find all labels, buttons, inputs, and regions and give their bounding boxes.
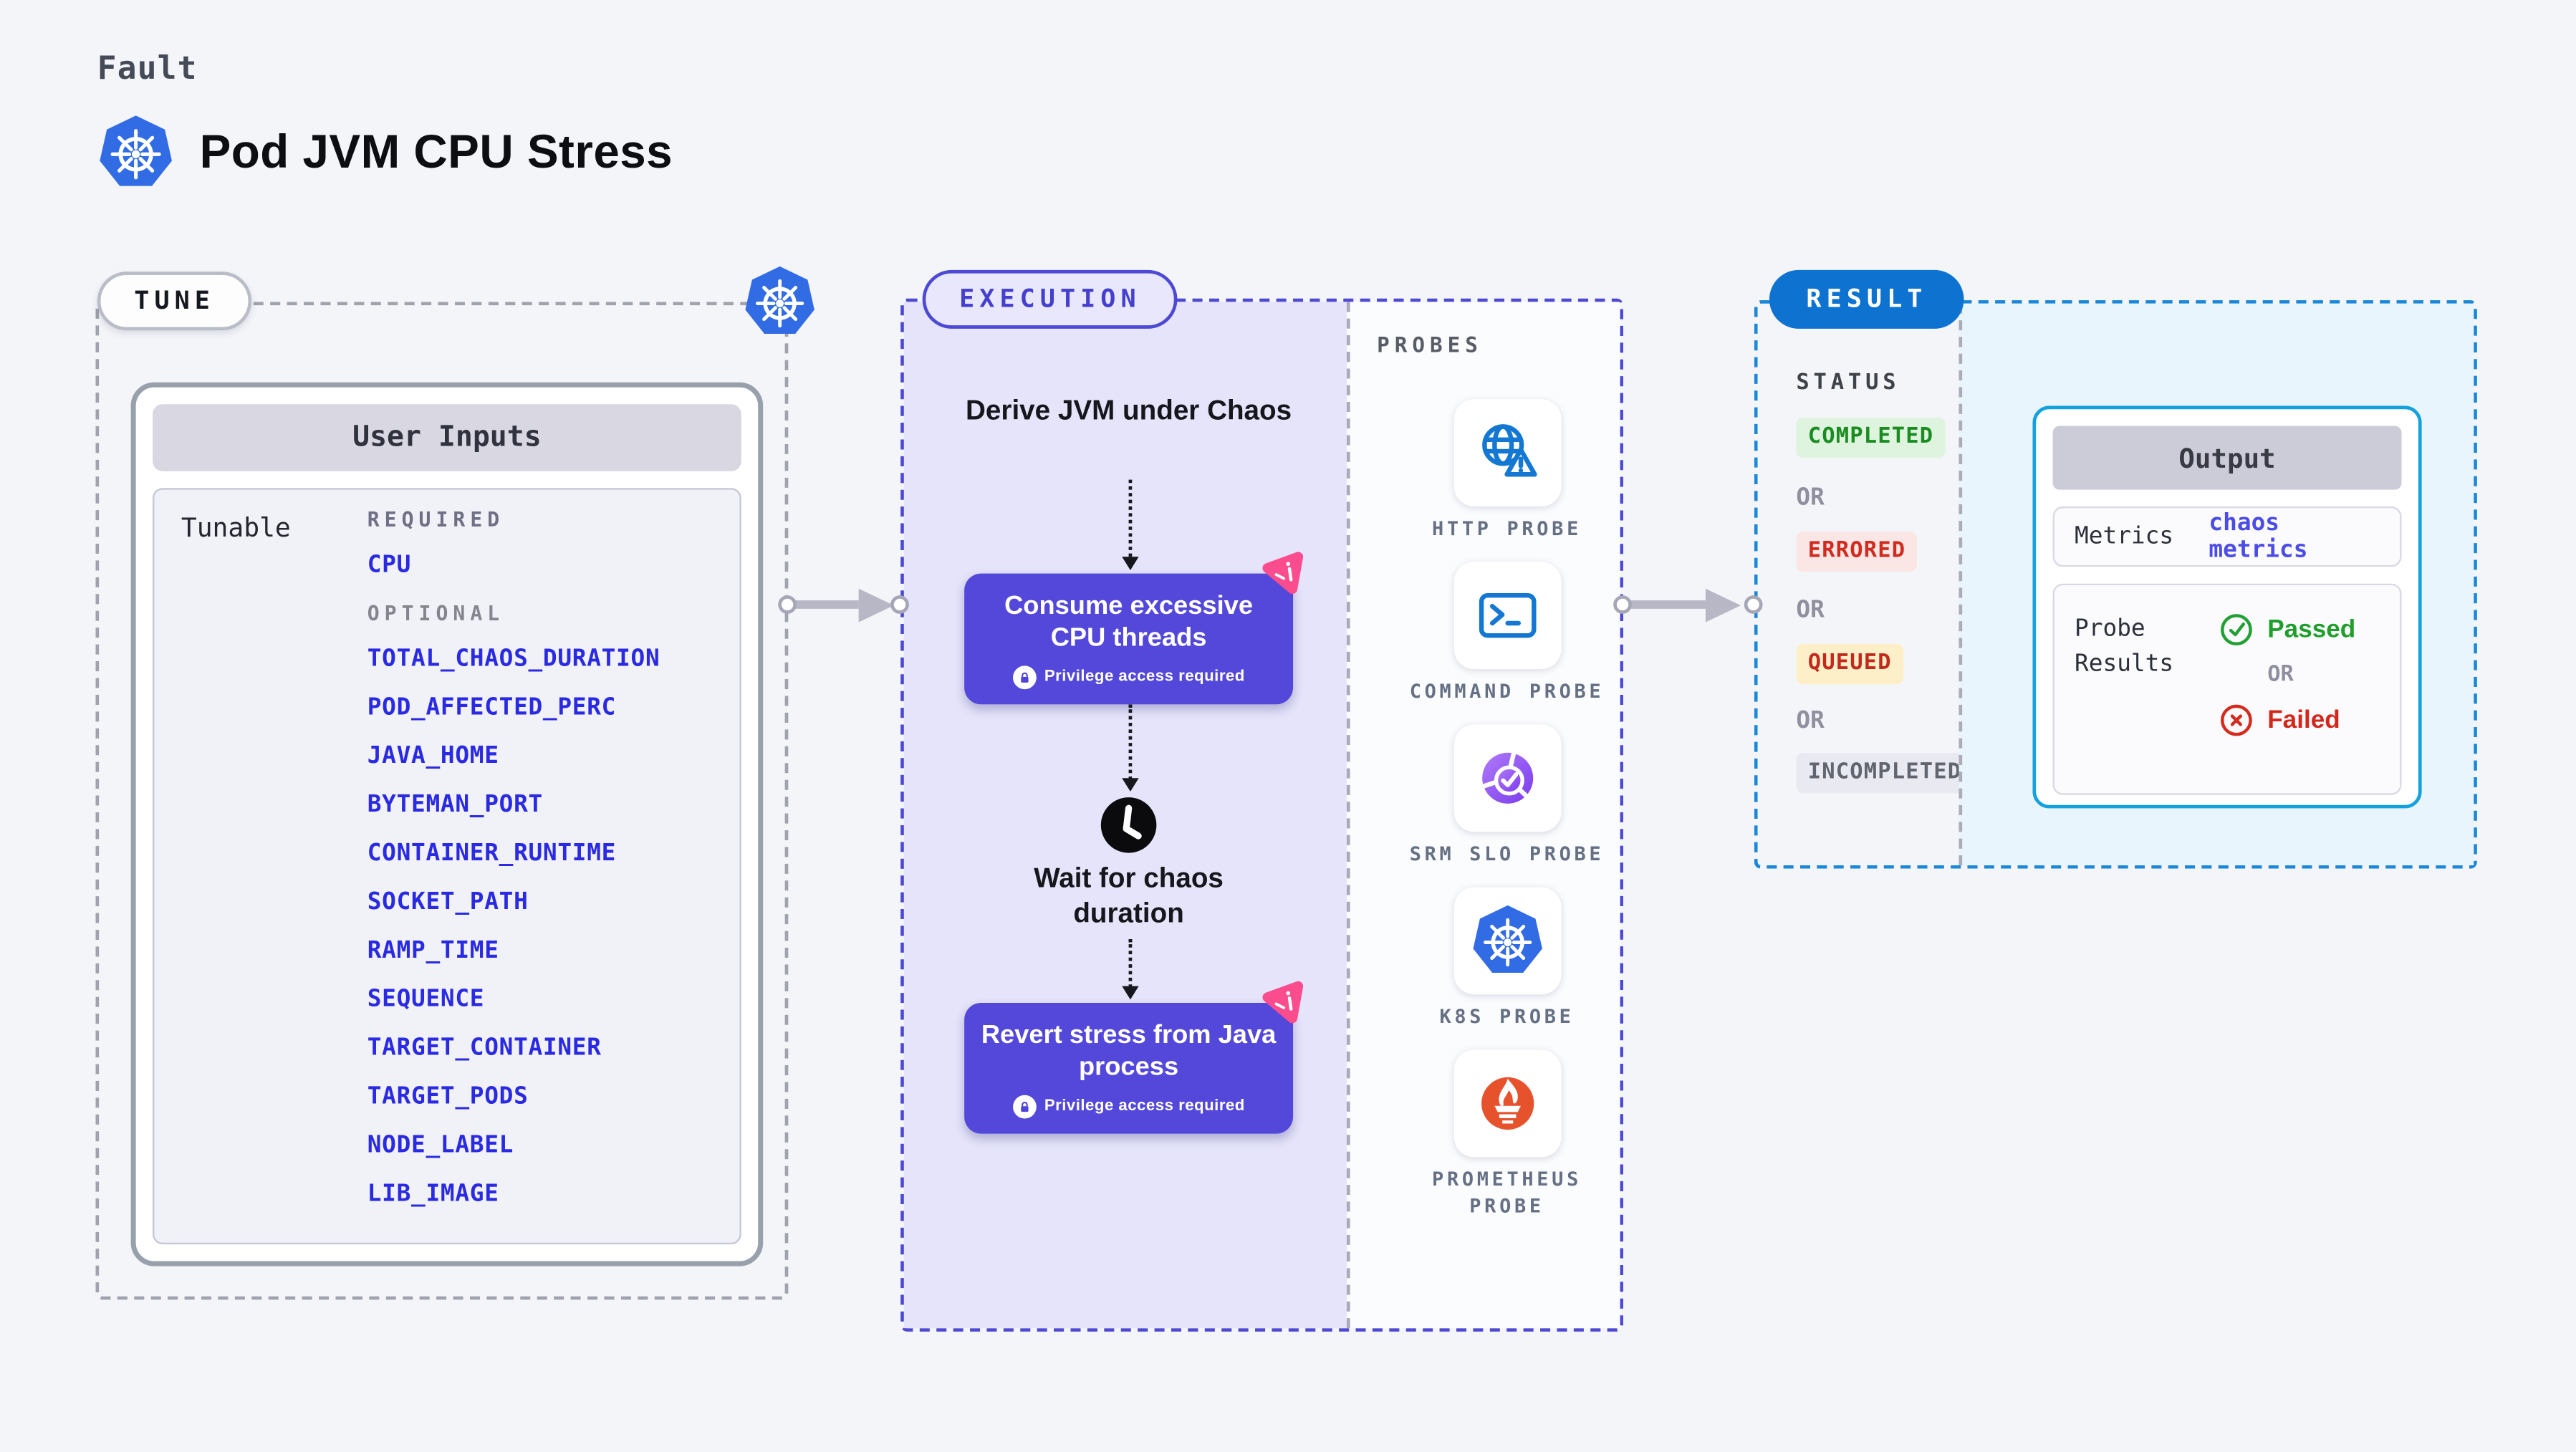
page-title: Pod JVM CPU Stress <box>199 125 673 178</box>
step-wait-duration: Wait for chaos duration <box>1034 863 1224 931</box>
probe-card <box>1453 887 1561 995</box>
down-arrow-icon <box>1121 479 1139 570</box>
or-label: OR <box>1796 597 1825 624</box>
probe-results-values: Passed OR Failed <box>2219 612 2380 794</box>
probe-item-srm-slo: SRM SLO PROBE <box>1390 724 1625 867</box>
check-circle-icon <box>2219 612 2254 648</box>
env-var-socket-path[interactable]: SOCKET_PATH <box>367 888 529 916</box>
down-arrow-icon <box>1121 939 1139 1000</box>
connector-dot <box>1744 595 1763 614</box>
env-var-list: REQUIRED CPU OPTIONAL TOTAL_CHAOS_DURATI… <box>367 506 660 1228</box>
required-label: REQUIRED <box>367 508 505 532</box>
node-revert-stress: Revert stress from Java process Privileg… <box>964 1003 1293 1134</box>
output-header: Output <box>2052 425 2402 490</box>
node-consume-cpu-threads: Consume excessive CPU threads Privilege … <box>964 574 1293 704</box>
connector-dot <box>778 595 797 614</box>
status-badge-completed: COMPLETED <box>1796 417 1946 458</box>
connector-dot <box>1613 595 1632 614</box>
probe-item-k8s: K8S PROBE <box>1390 887 1625 1029</box>
or-label: OR <box>1796 707 1825 735</box>
fault-eyebrow: Fault <box>97 50 198 87</box>
probe-card <box>1453 724 1561 832</box>
node-title: Consume excessive CPU threads <box>1004 592 1254 653</box>
lock-icon <box>1012 1095 1037 1119</box>
result-section: STATUS COMPLETED OR ERRORED OR QUEUED OR… <box>1754 300 2477 869</box>
status-column: STATUS COMPLETED OR ERRORED OR QUEUED OR… <box>1758 304 1974 865</box>
globe-warning-icon <box>1469 414 1546 491</box>
kubernetes-icon <box>1469 903 1546 980</box>
connector-dot <box>890 595 909 614</box>
status-badge-incompleted: INCOMPLETED <box>1796 753 1974 793</box>
env-var-node-label[interactable]: NODE_LABEL <box>367 1132 514 1159</box>
tune-badge: TUNE <box>97 271 252 331</box>
env-var-sequence[interactable]: SEQUENCE <box>367 986 485 1014</box>
tunable-label: Tunable <box>181 513 291 544</box>
arrow-head-icon <box>858 588 894 622</box>
down-arrow-icon <box>1121 704 1139 792</box>
arrow-shaft <box>788 600 859 609</box>
probe-card <box>1453 399 1561 507</box>
env-var-target-container[interactable]: TARGET_CONTAINER <box>367 1034 602 1062</box>
lock-icon <box>1012 665 1037 689</box>
env-var-total-chaos-duration[interactable]: TOTAL_CHAOS_DURATION <box>367 645 660 673</box>
step-derive-jvm: Derive JVM under Chaos <box>966 395 1292 426</box>
probes-label: PROBES <box>1377 332 1483 357</box>
failed-label: Failed <box>2267 706 2340 735</box>
node-title: Revert stress from Java process <box>981 1021 1277 1082</box>
probes-panel: PROBES HTTP PROBE COMMAND PROBE SRM SLO … <box>1346 302 1620 1329</box>
arrow-shaft <box>1623 600 1708 609</box>
clock-icon <box>1098 795 1158 855</box>
probe-item-prometheus: PROMETHEUS PROBE <box>1390 1049 1625 1219</box>
arrow-head-icon <box>1705 588 1741 622</box>
optional-label: OPTIONAL <box>367 602 505 626</box>
execution-flow-zone: Derive JVM under Chaos Consume excessive… <box>903 302 1347 1329</box>
probe-item-http: HTTP PROBE <box>1390 399 1625 542</box>
kubernetes-icon <box>741 261 819 342</box>
probe-list: HTTP PROBE COMMAND PROBE SRM SLO PROBE K… <box>1393 399 1620 1219</box>
probe-card <box>1453 1049 1561 1158</box>
probe-item-command: COMMAND PROBE <box>1390 562 1625 704</box>
status-label: STATUS <box>1796 370 1900 396</box>
privilege-note: Privilege access required <box>981 665 1277 689</box>
env-var-target-pods[interactable]: TARGET_PODS <box>367 1083 529 1110</box>
or-label: OR <box>2267 662 2294 688</box>
prometheus-flame-icon <box>1480 1077 1534 1130</box>
env-var-java-home[interactable]: JAVA_HOME <box>367 743 499 770</box>
chaos-metrics-link[interactable]: chaos metrics <box>2209 509 2308 564</box>
passed-label: Passed <box>2267 615 2356 645</box>
x-circle-icon <box>2219 703 2254 738</box>
env-var-pod-affected-perc[interactable]: POD_AFFECTED_PERC <box>367 694 617 721</box>
kubernetes-icon <box>95 111 176 195</box>
output-card: Output Metrics chaos metrics Probe Resul… <box>2032 405 2422 809</box>
execution-section: Derive JVM under Chaos Consume excessive… <box>900 298 1624 1332</box>
probe-results-row: Probe Results Passed OR Failed <box>2052 583 2402 795</box>
terminal-icon <box>1469 577 1546 654</box>
page-title-row: Pod JVM CPU Stress <box>95 111 673 195</box>
env-var-container-runtime[interactable]: CONTAINER_RUNTIME <box>367 840 617 867</box>
probe-results-label: Probe Results <box>2075 615 2174 678</box>
execution-badge: EXECUTION <box>922 269 1178 329</box>
metrics-label: Metrics <box>2075 523 2174 550</box>
user-inputs-header: User Inputs <box>153 404 741 471</box>
env-var-cpu[interactable]: CPU <box>367 552 412 579</box>
or-label: OR <box>1796 484 1825 512</box>
env-var-lib-image[interactable]: LIB_IMAGE <box>367 1181 499 1208</box>
failed-row: Failed <box>2219 703 2380 738</box>
probe-card <box>1453 562 1561 670</box>
status-badge-queued: QUEUED <box>1796 644 1904 684</box>
passed-row: Passed <box>2219 612 2380 648</box>
status-badge-errored: ERRORED <box>1796 532 1918 572</box>
metrics-row: Metrics chaos metrics <box>2052 506 2402 567</box>
result-badge: RESULT <box>1769 269 1964 329</box>
privilege-note: Privilege access required <box>981 1095 1277 1119</box>
env-var-ramp-time[interactable]: RAMP_TIME <box>367 937 499 965</box>
env-var-byteman-port[interactable]: BYTEMAN_PORT <box>367 792 543 819</box>
tune-section <box>95 302 789 1300</box>
gauge-check-icon <box>1469 739 1546 817</box>
user-inputs-body: Tunable REQUIRED CPU OPTIONAL TOTAL_CHAO… <box>153 488 741 1245</box>
user-inputs-card: User Inputs Tunable REQUIRED CPU OPTIONA… <box>130 382 764 1266</box>
